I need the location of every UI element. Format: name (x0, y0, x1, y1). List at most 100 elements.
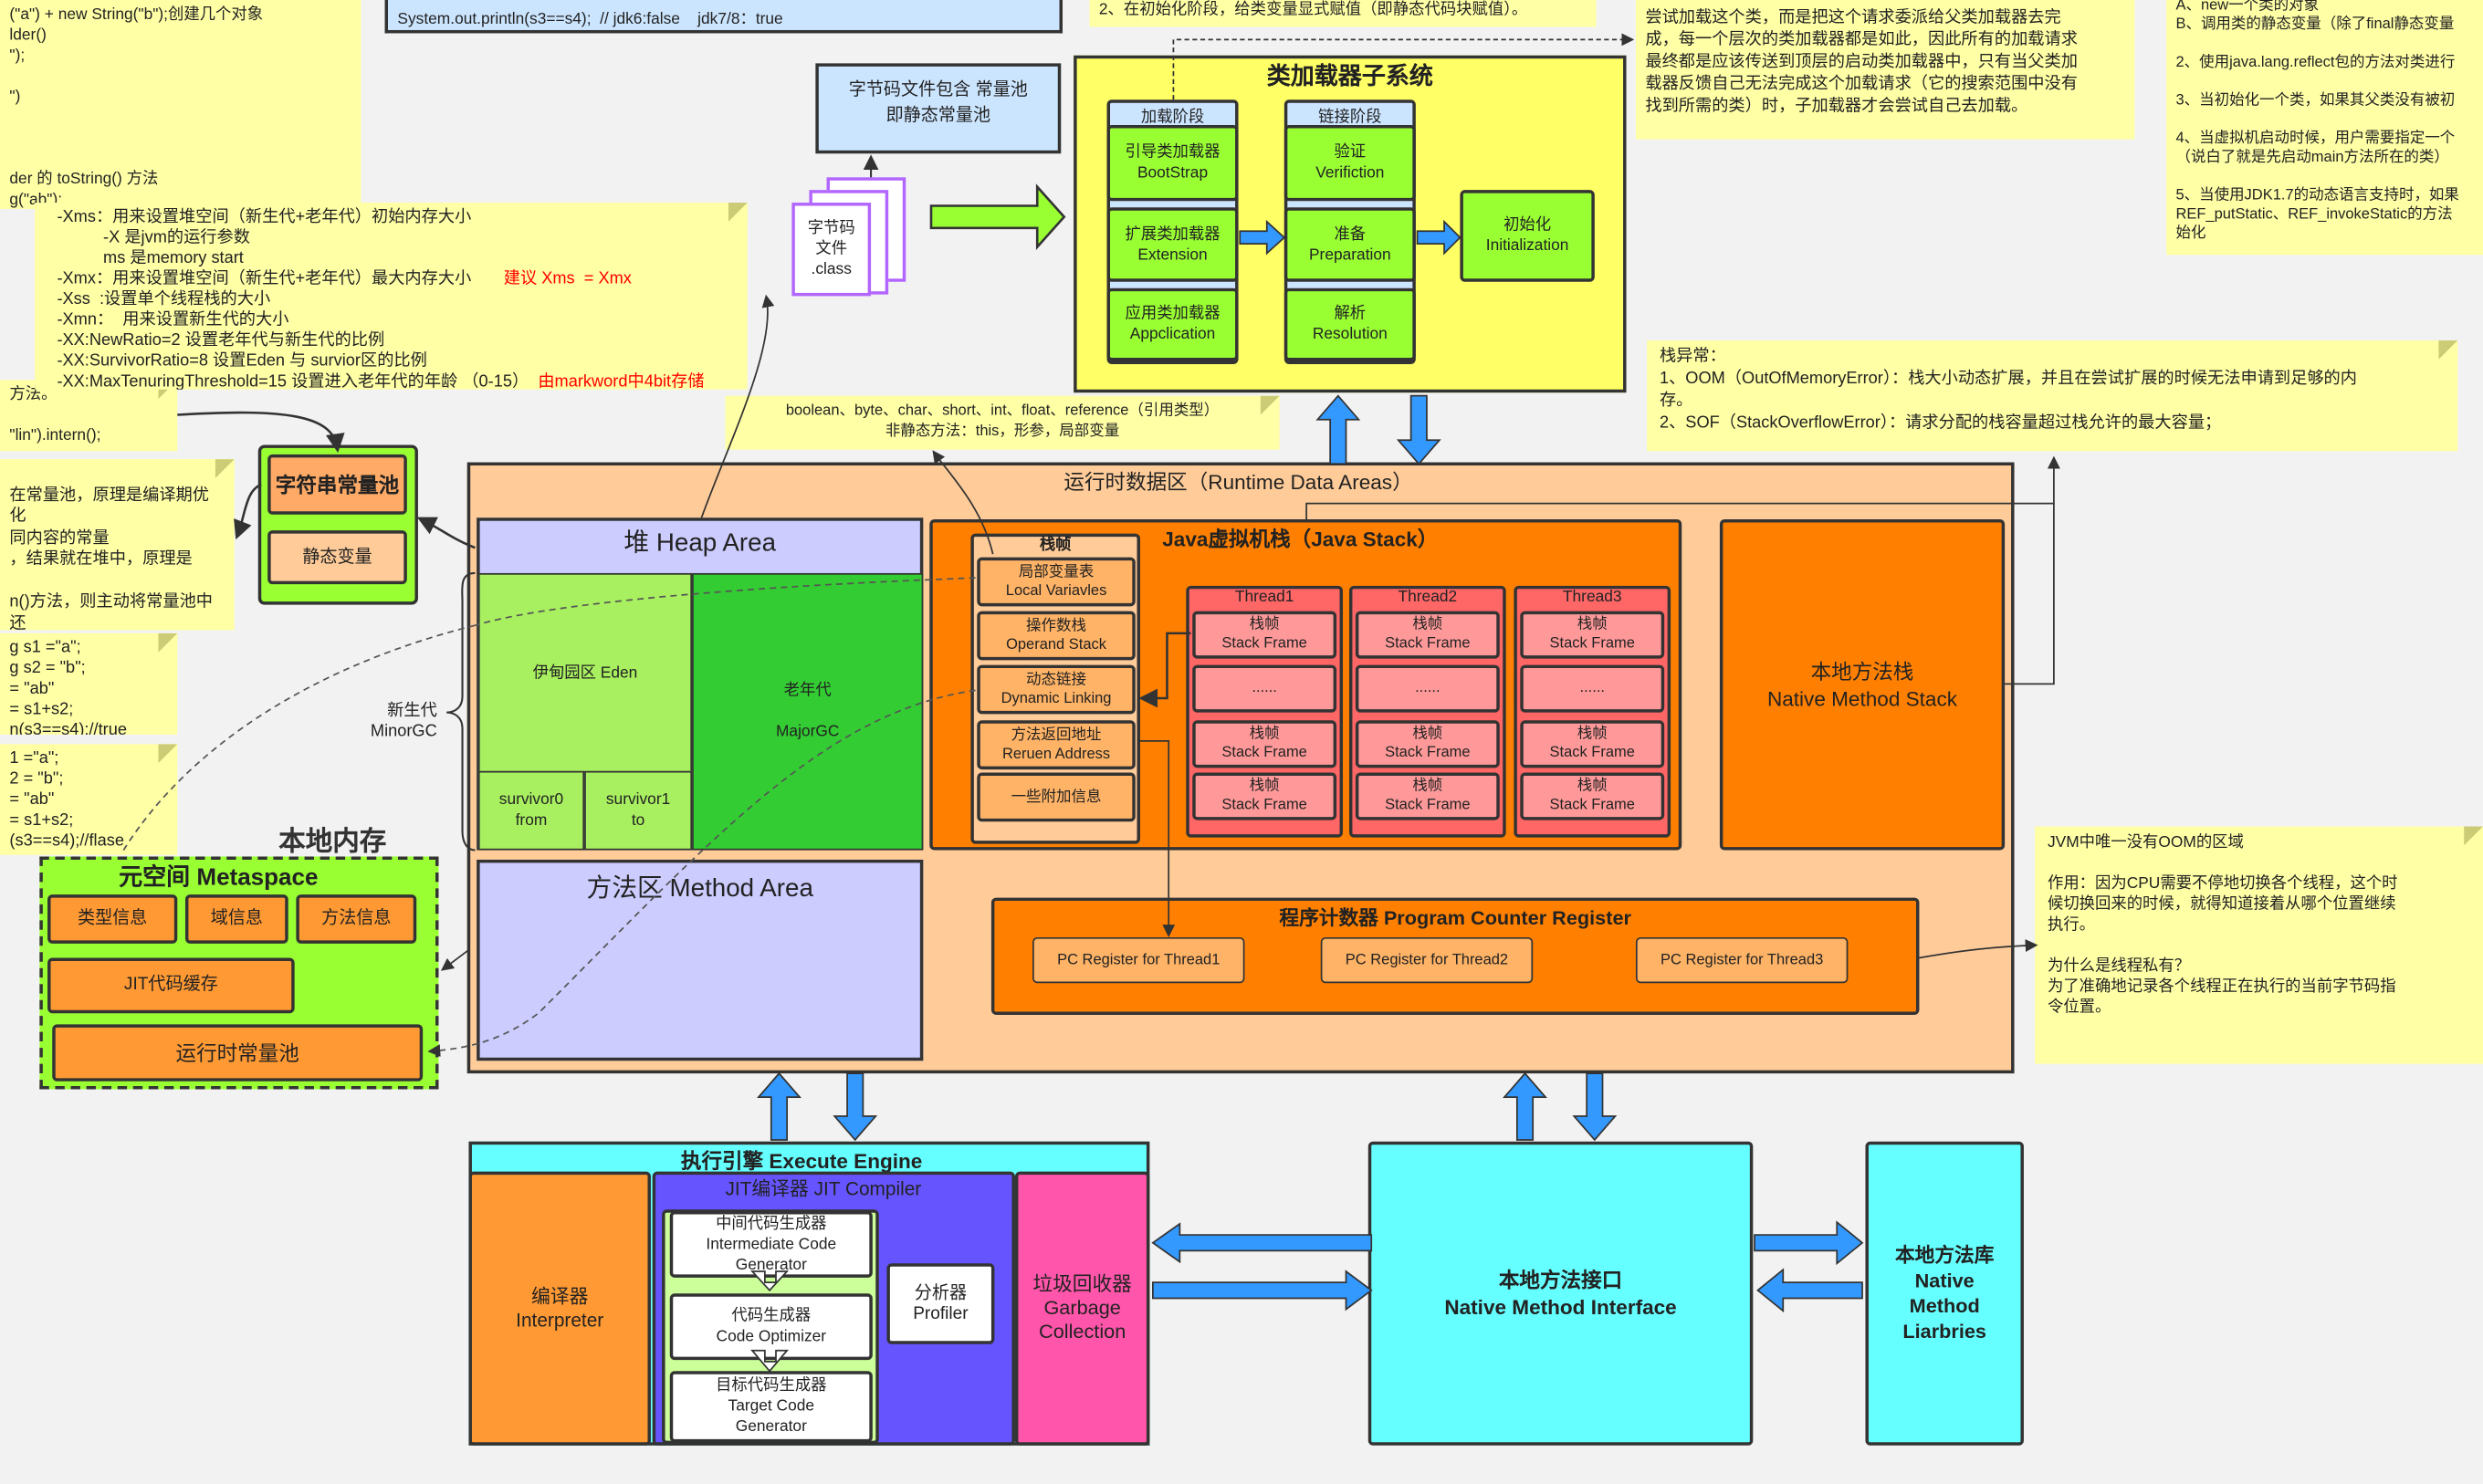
stack-frame: 栈帧 Stack Frame (1355, 772, 1500, 820)
arrow-up-icon (1503, 1071, 1547, 1141)
note-to-pool-connector (177, 411, 345, 454)
param-text: -XX:MaxTenuringThreshold=15 设置进入老年代的年龄 （… (57, 371, 539, 390)
note-fold (1260, 395, 1280, 415)
jit-code-cache: JIT代码缓存 (47, 957, 295, 1014)
arrow-left-icon (1756, 1268, 1863, 1313)
note-jdk-compare: System.out.println(s3==s4); // jdk6:fals… (384, 0, 1063, 34)
native-method-interface: 本地方法接口 Native Method Interface (1367, 1141, 1754, 1446)
stack-frame: 栈帧 Stack Frame (1192, 772, 1337, 820)
note-pool-explain: 在常量池，原理是编译期优化 同内容的常量 ，结果就在堆中，原理是 n()方法，则… (0, 459, 235, 631)
garbage-collector: 垃圾回收器 Garbage Collection (1014, 1171, 1150, 1446)
thread-name: Thread1 (1234, 589, 1294, 607)
param-text: -Xmx：用来设置堆空间（新生代+老年代）最大内存大小 (57, 268, 504, 288)
runtime-constant-pool: 运行时常量池 (52, 1024, 424, 1082)
stack-frame-title: 栈帧 (1039, 537, 1072, 555)
stack-frame: 栈帧 Stack Frame (1192, 720, 1337, 768)
note-fold (215, 459, 235, 478)
old-generation: 老年代 MajorGC (692, 572, 924, 851)
param-text: -Xss :设置单个线程栈的大小 (57, 289, 271, 309)
jvm-param-line: -Xmn： 用来设置新生代的大小 (57, 310, 738, 331)
linking-phase-header: 链接阶段 (1318, 109, 1382, 127)
extension-loader: 扩展类加载器 Extension (1106, 207, 1239, 282)
param-text: -Xmn： 用来设置新生代的大小 (57, 310, 289, 329)
resolution-step: 解析 Resolution (1283, 287, 1416, 361)
jvm-param-line: -X 是jvm的运行参数 (57, 228, 738, 249)
param-text: ms 是memory start (57, 248, 244, 268)
param-text: -XX:SurvivorRatio=8 设置Eden 与 survior区的比例 (57, 351, 427, 371)
bootstrap-loader: 引导类加载器 BootStrap (1106, 125, 1239, 202)
arrow-down-icon (833, 1072, 878, 1142)
param-text: -XX:NewRatio=2 设置老年代与新生代的比例 (57, 330, 385, 350)
java-stack-title: Java虚拟机栈（Java Stack） (1162, 527, 1439, 551)
arrow-right-icon (1151, 1270, 1373, 1312)
stack-frame: 栈帧 Stack Frame (1520, 720, 1665, 768)
profiler: 分析器 Profiler (886, 1263, 995, 1344)
green-arrow-icon (929, 183, 1066, 251)
note-pc-private: JVM中唯一没有OOM的区域 作用：因为CPU需要不停地切换各个线程，这个时 候… (2035, 826, 2483, 1064)
note-intern-tail: 方法。 "lin").intern(); (0, 380, 178, 452)
note-local-var-types: boolean、byte、char、short、int、float、refere… (725, 395, 1280, 450)
thread-name: Thread3 (1562, 589, 1622, 607)
jvm-param-line: -XX:SurvivorRatio=8 设置Eden 与 survior区的比例 (57, 351, 738, 372)
note-parent-delegation: 尝试加载这个类，而是把这个请求委派给父类加载器去完 成，每一个层次的类加载器都是… (1635, 0, 2135, 140)
note-text: boolean、byte、char、short、int、float、refere… (785, 402, 1220, 441)
stack-frame: ...... (1192, 664, 1337, 713)
stack-frame: 栈帧 Stack Frame (1192, 611, 1337, 659)
note-code-true: g s1 ="a"; g s2 = "b"; = "ab" = s1+s2; n… (0, 632, 178, 735)
arrow-down-icon (1572, 1072, 1618, 1142)
frame-item: 方法返回地址 Reruen Address (977, 720, 1136, 770)
note-text: 1 ="a"; 2 = "b"; = "ab" = s1+s2; (s3==s4… (9, 748, 124, 851)
arrow-up-icon (757, 1071, 801, 1141)
note-jvm-params: -Xms：用来设置堆空间（新生代+老年代）初始内存大小 -X 是jvm的运行参数… (35, 203, 748, 390)
arrow-up-icon (1315, 394, 1361, 465)
pc-register-thread2: PC Register for Thread2 (1320, 936, 1534, 984)
note-text: 在常量池，原理是编译期优化 同内容的常量 ，结果就在堆中，原理是 n()方法，则… (9, 485, 214, 631)
runtime-title: 运行时数据区（Runtime Data Areas） (1063, 470, 1413, 495)
frame-item: 局部变量表 Local Variavles (977, 557, 1136, 607)
note-text: 2、在初始化阶段，给类变量显式赋值（即静态代码块赋值）。 (1098, 1, 1528, 19)
note-text: 尝试加载这个类，而是把这个请求委派给父类加载器去完 成，每一个层次的类加载器都是… (1645, 7, 2078, 116)
eden-space: 伊甸园区 Eden (477, 572, 693, 773)
note-string-objects: ("a") + new String("b");创建几个对象 lder() ")… (0, 0, 361, 209)
param-highlight: 由markword中4bit存储 (538, 371, 705, 390)
class-file-label: 字节码 文件 .class (807, 220, 855, 279)
verification-step: 验证 Verifiction (1283, 125, 1416, 202)
code-optimizer: 代码生成器 Code Optimizer (669, 1293, 873, 1361)
stack-frame: ...... (1355, 664, 1500, 713)
frame-item: 动态链接 Dynamic Linking (977, 664, 1136, 715)
execute-engine-title: 执行引擎 Execute Engine (680, 1149, 923, 1174)
method-info: 方法信息 (296, 894, 417, 944)
jvm-param-line: -XX:NewRatio=2 设置老年代与新生代的比例 (57, 331, 738, 352)
heap-title: 堆 Heap Area (623, 530, 777, 558)
note-text: 栈异常： 1、OOM（OutOfMemoryError）：栈大小动态扩展，并且在… (1659, 346, 2357, 433)
jit-title: JIT编译器 JIT Compiler (725, 1177, 922, 1200)
metaspace-title: 元空间 Metaspace (119, 864, 319, 892)
native-method-stack: 本地方法栈 Native Method Stack (1719, 518, 2006, 851)
thread-name: Thread2 (1398, 589, 1458, 607)
class-loader-title: 类加载器子系统 (1266, 63, 1433, 90)
metaspace-to-method-area (440, 949, 469, 971)
param-highlight: 建议 Xms = Xmx (503, 268, 632, 288)
static-variables: 静态变量 (267, 530, 407, 585)
type-info: 类型信息 (47, 894, 178, 944)
arrow-right-icon (1754, 1220, 1864, 1266)
initialization-step: 初始化 Initialization (1460, 190, 1595, 282)
frame-item: 一些附加信息 (977, 772, 1136, 822)
pc-register-thread3: PC Register for Thread3 (1635, 936, 1849, 984)
note-stack-errors: 栈异常： 1、OOM（OutOfMemoryError）：栈大小动态扩展，并且在… (1647, 340, 2458, 452)
note-fold (2464, 826, 2483, 846)
param-text: -Xms：用来设置堆空间（新生代+老年代）初始内存大小 (57, 207, 472, 227)
stack-frame: 栈帧 Stack Frame (1355, 611, 1500, 659)
native-method-libraries: 本地方法库 Native Method Liarbries (1865, 1141, 2024, 1446)
note-code-false: 1 ="a"; 2 = "b"; = "ab" = s1+s2; (s3==s4… (0, 744, 178, 855)
note-fold (728, 203, 748, 222)
loading-phase-header: 加载阶段 (1140, 109, 1205, 127)
class-file: 字节码 文件 .class (791, 203, 872, 297)
note-text: JVM中唯一没有OOM的区域 作用：因为CPU需要不停地切换各个线程，这个时 候… (2047, 834, 2398, 1017)
jvm-param-line: -Xmx：用来设置堆空间（新生代+老年代）最大内存大小 建议 Xms = Xmx (57, 269, 738, 290)
young-gen-label: 新生代 MinorGC (370, 701, 437, 741)
stack-frame: ...... (1520, 664, 1665, 713)
note-text: 方法。 "lin").intern(); (9, 386, 101, 445)
native-memory-title: 本地内存 (278, 826, 387, 857)
